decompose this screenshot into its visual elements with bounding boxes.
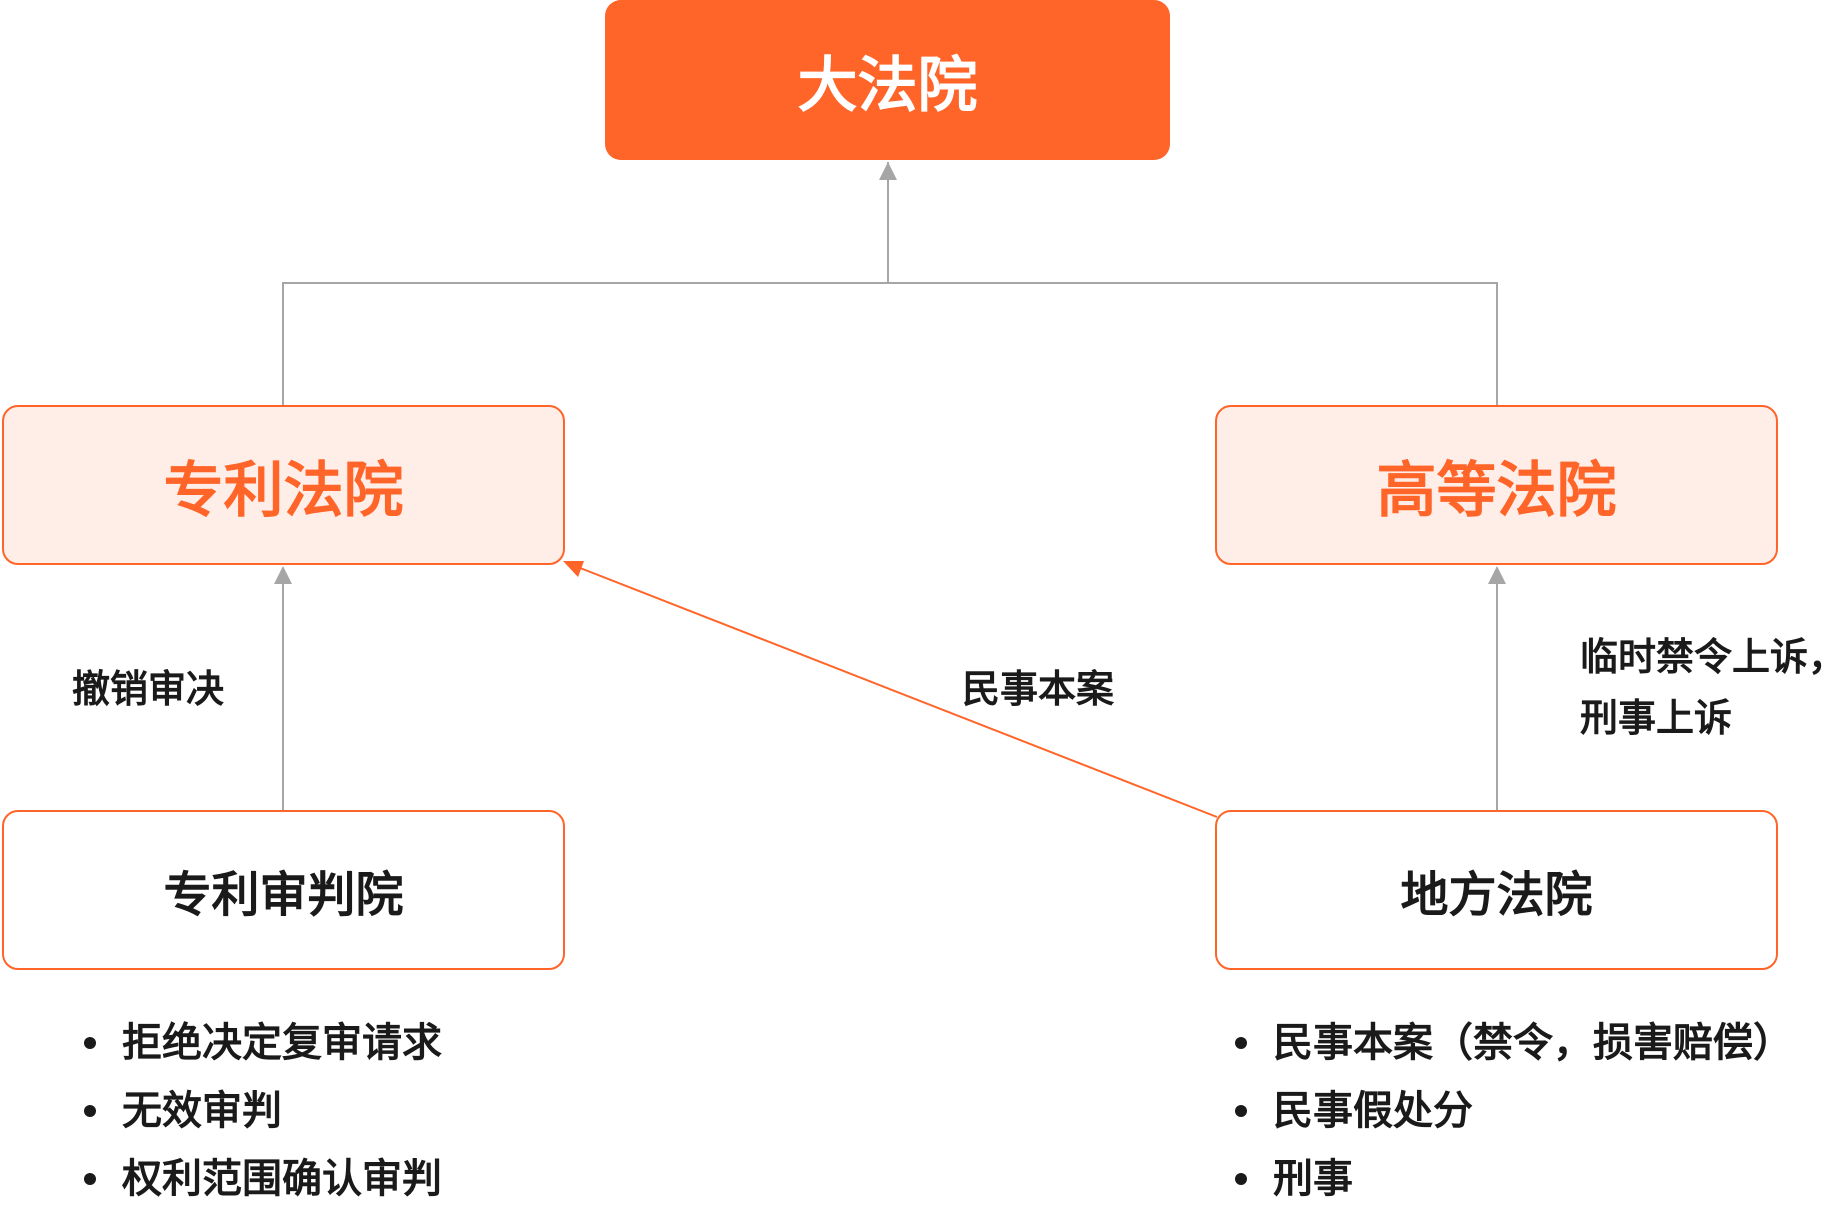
arrowhead-civil <box>563 561 584 577</box>
node-patent-tribunal: 专利审判院 <box>2 810 565 970</box>
district-case-list: 民事本案（禁令，损害赔偿） 民事假处分 刑事 <box>1233 1009 1793 1213</box>
edge-label-revoke: 撤销审决 <box>72 667 225 711</box>
arrow-district-to-patent-court <box>574 565 1218 818</box>
list-item-text: 民事假处分 <box>1273 1088 1473 1134</box>
node-patent-court-label: 专利法院 <box>163 455 404 526</box>
bullet-dot <box>1235 1173 1247 1185</box>
bullet-dot <box>1235 1037 1247 1049</box>
edge-label-interim-line1: 临时禁令上诉， <box>1580 635 1844 679</box>
node-supreme-court-label: 大法院 <box>797 50 978 121</box>
list-item-text: 拒绝决定复审请求 <box>122 1020 442 1066</box>
list-item-text: 权利范围确认审判 <box>122 1156 442 1202</box>
list-item: 民事假处分 <box>1233 1077 1793 1145</box>
bullet-dot <box>84 1037 96 1049</box>
list-item-text: 刑事 <box>1273 1156 1353 1202</box>
edge-label-interim: 临时禁令上诉， 刑事上诉 <box>1580 627 1844 749</box>
connector-patent-court-to-supreme <box>282 282 1498 405</box>
node-patent-court: 专利法院 <box>2 405 565 565</box>
list-item-text: 民事本案（禁令，损害赔偿） <box>1273 1020 1793 1066</box>
bullet-dot <box>1235 1105 1247 1117</box>
bullet-dot <box>84 1105 96 1117</box>
arrowhead-patent-court <box>274 566 292 584</box>
list-item: 拒绝决定复审请求 <box>82 1009 442 1077</box>
node-district-court-label: 地方法院 <box>1400 867 1593 923</box>
node-supreme-court: 大法院 <box>605 0 1170 160</box>
list-item: 民事本案（禁令，损害赔偿） <box>1233 1009 1793 1077</box>
tribunal-case-list: 拒绝决定复审请求 无效审判 权利范围确认审判 <box>82 1009 442 1213</box>
arrowhead-high-court <box>1488 566 1506 584</box>
edge-label-interim-line2: 刑事上诉 <box>1580 695 1733 740</box>
list-item: 权利范围确认审判 <box>82 1145 442 1213</box>
list-item-text: 无效审判 <box>122 1088 282 1134</box>
list-item: 刑事 <box>1233 1145 1793 1213</box>
node-high-court-label: 高等法院 <box>1376 455 1617 526</box>
node-patent-tribunal-label: 专利审判院 <box>163 867 404 923</box>
arrowhead-supreme <box>879 162 897 180</box>
node-district-court: 地方法院 <box>1215 810 1778 970</box>
list-item: 无效审判 <box>82 1077 442 1145</box>
edge-label-civil: 民事本案 <box>962 667 1115 711</box>
node-high-court: 高等法院 <box>1215 405 1778 565</box>
bullet-dot <box>84 1173 96 1185</box>
